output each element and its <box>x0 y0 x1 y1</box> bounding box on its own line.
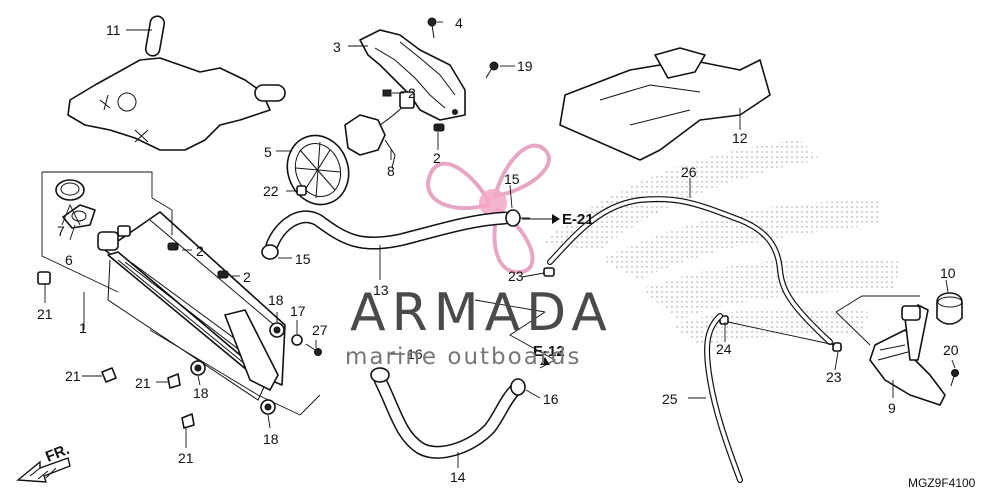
callout-23[interactable]: 23 <box>826 369 842 385</box>
part-27-bolt[interactable] <box>305 343 322 356</box>
callout-17[interactable]: 17 <box>290 303 306 319</box>
callout-4[interactable]: 4 <box>455 15 463 31</box>
part-3-fan-shroud[interactable] <box>359 29 466 121</box>
part-16-clamp[interactable] <box>370 367 390 383</box>
callout-25[interactable]: 25 <box>662 391 678 407</box>
callout-9[interactable]: 9 <box>888 400 896 416</box>
watermark-tagline: marine outboards <box>345 344 581 370</box>
tube-24-link <box>727 321 836 346</box>
part-15-clamp[interactable] <box>261 244 279 260</box>
part-17-collar[interactable] <box>291 334 303 346</box>
reference-e21[interactable]: E-21 <box>562 211 594 228</box>
callout-21[interactable]: 21 <box>178 450 194 466</box>
group-outline-bottom <box>149 329 321 416</box>
callout-11[interactable]: 11 <box>106 22 121 38</box>
part-5-fan[interactable] <box>278 127 358 213</box>
part-11-cover-plate[interactable] <box>67 15 286 151</box>
callout-13[interactable]: 13 <box>373 282 389 298</box>
callout-2[interactable]: 2 <box>243 269 251 285</box>
callout-2[interactable]: 2 <box>196 243 204 259</box>
part-7-cap[interactable] <box>55 179 85 201</box>
part-9-reserve-tank[interactable] <box>869 304 946 406</box>
part-21-grommet[interactable] <box>37 271 51 285</box>
part-2-clip[interactable] <box>382 89 392 97</box>
front-direction-arrow <box>16 457 71 483</box>
callout-numbers: 11 4 3 19 2 2 5 8 22 12 26 15 E-21 7 6 2… <box>37 15 976 490</box>
part-12-side-cover[interactable] <box>559 47 771 161</box>
part-18-rubber-mount[interactable] <box>260 399 276 415</box>
callout-15[interactable]: 15 <box>295 251 311 267</box>
part-14-lower-hose[interactable] <box>373 373 522 459</box>
callout-2[interactable]: 2 <box>408 85 416 101</box>
part-23-clip[interactable] <box>832 342 842 352</box>
part-1-radiator[interactable] <box>97 211 286 401</box>
part-23-clip[interactable] <box>543 267 555 277</box>
callout-16[interactable]: 16 <box>407 346 423 362</box>
callout-5[interactable]: 5 <box>264 144 272 160</box>
callout-21[interactable]: 21 <box>65 368 81 384</box>
callout-18[interactable]: 18 <box>263 431 279 447</box>
part-6-seal[interactable] <box>62 204 96 229</box>
part-4-bolt[interactable] <box>427 17 437 39</box>
reference-arrow-e12 <box>540 357 550 365</box>
part-18-rubber-mount[interactable] <box>269 322 285 338</box>
callout-16[interactable]: 16 <box>543 391 559 407</box>
part-10-reserve-cap[interactable] <box>936 292 963 325</box>
callout-8[interactable]: 8 <box>387 163 395 179</box>
part-21-grommet[interactable] <box>181 413 195 429</box>
watermark-brand: ARMADA <box>350 283 613 343</box>
callout-21[interactable]: 21 <box>37 306 53 322</box>
callout-22[interactable]: 22 <box>263 183 279 199</box>
callout-3[interactable]: 3 <box>333 39 341 55</box>
part-26-siphon-tube[interactable] <box>547 196 833 345</box>
callout-6[interactable]: 6 <box>65 252 73 268</box>
callout-19[interactable]: 19 <box>517 58 533 74</box>
callout-14[interactable]: 14 <box>450 469 466 485</box>
watermark-wing <box>540 140 900 345</box>
callout-10[interactable]: 10 <box>940 265 956 281</box>
callout-2[interactable]: 2 <box>433 150 441 166</box>
part-2-clip[interactable] <box>167 242 179 251</box>
callout-21[interactable]: 21 <box>135 375 151 391</box>
callout-15[interactable]: 15 <box>504 171 520 187</box>
callout-12[interactable]: 12 <box>732 130 748 146</box>
callout-20[interactable]: 20 <box>943 342 959 358</box>
callout-7[interactable]: 7 <box>57 223 65 239</box>
part-22-nut[interactable] <box>296 185 307 196</box>
reference-e12[interactable]: E-12 <box>533 343 565 360</box>
part-2-clip[interactable] <box>433 123 445 132</box>
callout-1[interactable]: 1 <box>79 320 87 336</box>
part-21-grommet[interactable] <box>101 367 117 383</box>
watermark-propeller-logo <box>426 143 551 275</box>
part-19-bolt[interactable] <box>485 61 499 79</box>
part-16-clamp[interactable] <box>510 378 526 396</box>
part-13-upper-hose[interactable] <box>265 210 512 252</box>
callout-18[interactable]: 18 <box>193 385 209 401</box>
tank-bracket-outline <box>835 295 920 346</box>
part-2-clip[interactable] <box>217 270 229 279</box>
part-15-clamp[interactable] <box>505 209 521 227</box>
diagram-code: MGZ9F4100 <box>908 476 976 490</box>
callout-23[interactable]: 23 <box>508 268 524 284</box>
callout-27[interactable]: 27 <box>312 322 328 338</box>
part-25-overflow-tube[interactable] <box>704 313 743 483</box>
callout-26[interactable]: 26 <box>681 164 697 180</box>
part-21-grommet[interactable] <box>167 373 181 389</box>
part-8-fan-motor[interactable] <box>344 91 415 169</box>
part-20-bolt[interactable] <box>950 369 959 387</box>
part-18-rubber-mount[interactable] <box>190 360 206 376</box>
reference-arrow-e21 <box>522 214 560 224</box>
group-outline-radiator <box>41 171 173 293</box>
callout-18[interactable]: 18 <box>268 292 284 308</box>
callout-24[interactable]: 24 <box>716 341 732 357</box>
